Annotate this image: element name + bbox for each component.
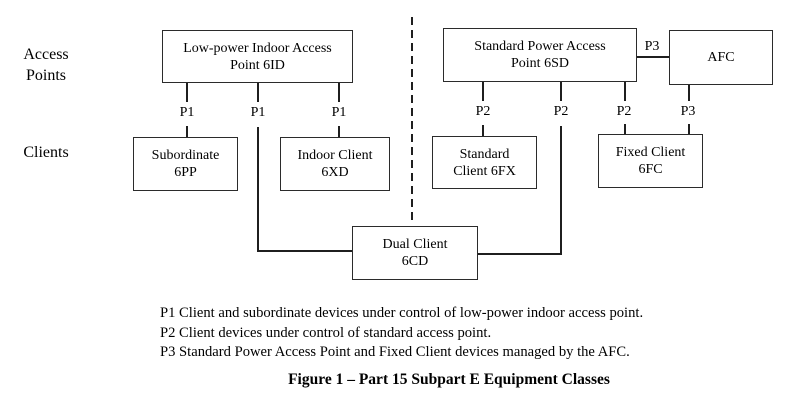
figure-notes: P1 Client and subordinate devices under … [160,304,643,363]
row-label-access-points: Access Points [23,46,69,84]
node-standard-power-access-point-6sd: Standard Power Access Point 6SD [443,28,637,82]
node-standard-client-6fx: Standard Client 6FX [432,136,537,189]
row-label-clients: Clients [23,144,69,161]
node-low-power-indoor-access-point-6id: Low-power Indoor Access Point 6ID [162,30,353,83]
connector-line [688,124,690,134]
connector-line [186,126,188,137]
node-indoor-client-6xd: Indoor Client 6XD [280,137,390,191]
connector-line [560,82,562,101]
node-dual-client-6cd: Dual Client 6CD [352,226,478,280]
connector-line [186,83,188,102]
port-label-p1: P1 [331,105,347,120]
port-label-p1: P1 [250,105,266,120]
connector-line [482,82,484,101]
port-label-p2: P2 [553,104,569,119]
port-label-p3: P3 [680,104,696,119]
note-p3: P3 Standard Power Access Point and Fixed… [160,344,630,361]
connector-line [688,85,690,101]
connector-line [478,253,561,255]
connector-line [338,126,340,137]
connector-line [482,125,484,136]
note-p2: P2 Client devices under control of stand… [160,324,492,341]
connector-line [560,126,562,255]
node-afc: AFC [669,30,773,85]
connector-line [257,127,259,251]
connector-line [624,82,626,101]
port-label-p2: P2 [475,104,491,119]
connector-line [257,250,352,252]
dashed-separator-line [411,17,414,225]
connector-line [338,83,340,102]
connector-line [624,124,626,134]
connector-line [257,83,259,102]
port-label-p1: P1 [179,105,195,120]
figure-caption: Figure 1 – Part 15 Subpart E Equipment C… [288,371,610,388]
port-label-p2: P2 [616,104,632,119]
note-p1: P1 Client and subordinate devices under … [160,305,644,321]
port-label-p3: P3 [644,39,660,54]
node-subordinate-6pp: Subordinate 6PP [133,137,238,191]
connector-line [637,56,669,58]
node-fixed-client-6fc: Fixed Client 6FC [598,134,703,188]
